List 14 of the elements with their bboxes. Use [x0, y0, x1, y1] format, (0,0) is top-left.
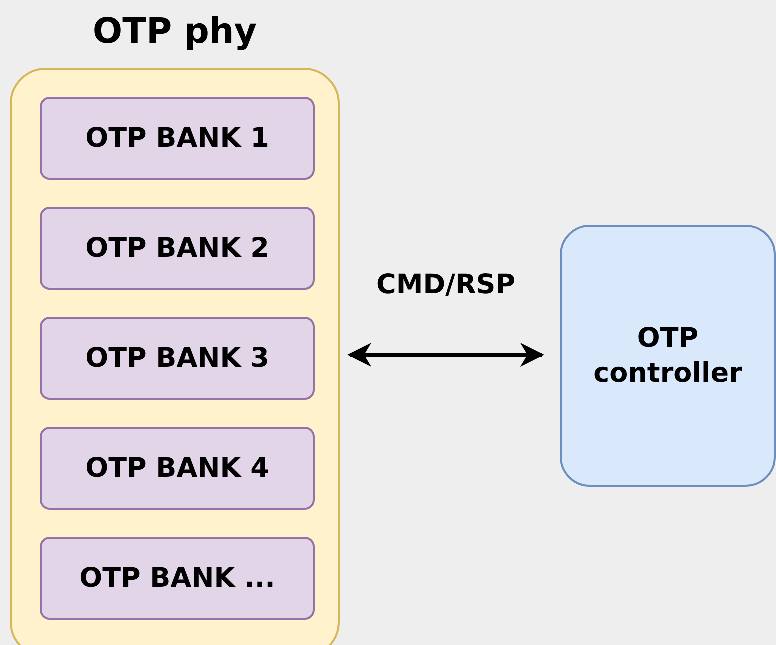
- box-label: OTP BANK ...: [78, 562, 276, 596]
- double-arrow: [348, 343, 544, 367]
- bank-box: [40, 317, 315, 400]
- container-title: OTP phy: [92, 11, 258, 54]
- bank-box: [40, 537, 315, 620]
- bank-box: [40, 97, 315, 180]
- box-label: OTP BANK 2: [84, 232, 270, 266]
- bank-box: [40, 207, 315, 290]
- box-label: OTP BANK 1: [84, 122, 270, 156]
- box-label: OTP BANK 4: [84, 452, 270, 486]
- box-label: OTP controller: [592, 322, 744, 391]
- box-label: OTP BANK 3: [84, 342, 270, 376]
- bank-box: [40, 427, 315, 510]
- process-box: [560, 225, 776, 487]
